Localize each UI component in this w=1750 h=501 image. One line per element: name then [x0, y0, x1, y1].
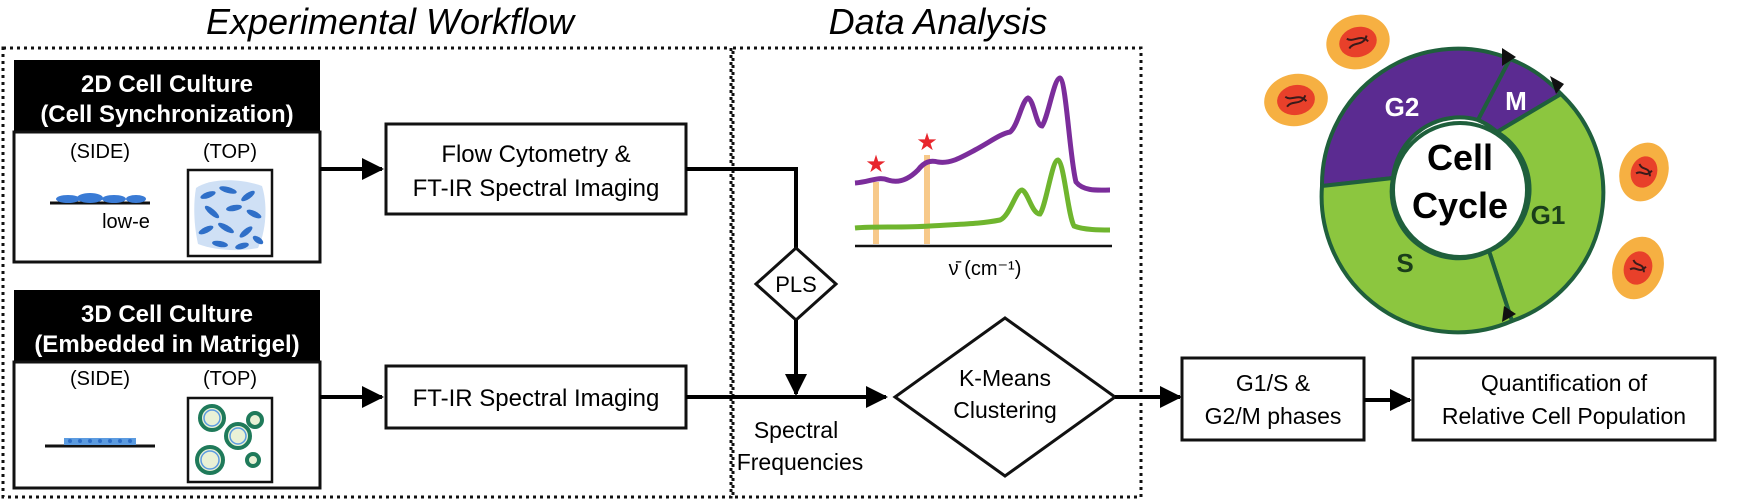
cell-icons [1264, 14, 1669, 300]
ftir-box: FT-IR Spectral Imaging [384, 364, 688, 430]
spectrum-star-1: ★ [865, 151, 887, 178]
cell-icon-4 [1612, 236, 1664, 300]
cell-cycle-center-line2: Cycle [1412, 185, 1508, 226]
quantification-label-2: Relative Cell Population [1442, 403, 1686, 429]
analysis-section-border [731, 46, 1143, 499]
phases-box: G1/S & G2/M phases [1180, 356, 1366, 442]
culture-2d-title: 2D Cell Culture [81, 71, 253, 98]
kmeans-label-2: Clustering [953, 397, 1057, 423]
culture-3d-top-illustration [186, 396, 274, 484]
kmeans-label: K-Means [959, 365, 1051, 391]
spectrum-star-2: ★ [916, 129, 938, 156]
pls-diamond: PLS [753, 245, 839, 323]
quantification-label: Quantification of [1481, 370, 1648, 396]
connector-flow-to-pls [686, 167, 798, 248]
culture-2d-substrate-label: low-e [102, 211, 150, 233]
culture-2d-top-illustration [186, 168, 274, 258]
flow-cytometry-label-2: FT-IR Spectral Imaging [413, 175, 660, 202]
culture-3d-title: 3D Cell Culture [81, 301, 253, 328]
cell-cycle-m-label: M [1505, 86, 1527, 116]
cell-cycle-g1-segment [1486, 91, 1606, 324]
cell-cycle-center [1391, 121, 1529, 259]
cell-icon-3 [1619, 142, 1669, 202]
cell-icon-1 [1326, 14, 1390, 70]
flow-cytometry-label: Flow Cytometry & [441, 141, 630, 168]
cell-cycle-arrow-1 [1502, 48, 1516, 66]
culture-2d-side-illustration [50, 193, 150, 205]
cell-icon-2 [1264, 73, 1328, 127]
spectrum-illustration: ★ ★ ν̄ (cm⁻¹) [854, 75, 1112, 280]
phases-label-2: G2/M phases [1205, 403, 1342, 429]
ftir-label: FT-IR Spectral Imaging [413, 385, 660, 412]
workflow-section-border [1, 46, 733, 499]
cell-cycle-arrow-2 [1550, 76, 1564, 94]
pls-label: PLS [775, 272, 817, 297]
spectrum-marker-1 [873, 182, 879, 244]
kmeans-diamond: K-Means Clustering [892, 316, 1118, 478]
spectral-frequencies-label-2: Frequencies [737, 449, 864, 475]
culture-3d-side-illustration [45, 438, 155, 448]
spectrum-axis-label: ν̄ (cm⁻¹) [949, 258, 1022, 280]
culture-2d-panel: 2D Cell Culture (Cell Synchronization) (… [12, 60, 322, 264]
spectrum-green-line [854, 157, 1111, 233]
spectrum-purple-line [854, 75, 1111, 193]
spectrum-marker-2 [924, 155, 930, 244]
cell-cycle-g2-label: G2 [1385, 92, 1420, 122]
cell-cycle-g1-label: G1 [1531, 200, 1566, 230]
culture-3d-panel: 3D Cell Culture (Embedded in Matrigel) (… [12, 290, 322, 490]
culture-3d-top-label: (TOP) [203, 368, 257, 390]
spectral-frequencies-label: Spectral [754, 417, 838, 443]
analysis-section-title: Data Analysis [829, 1, 1048, 42]
cell-cycle-arrow-3 [1502, 306, 1516, 322]
cell-cycle-s-label: S [1396, 248, 1413, 278]
culture-3d-side-label: (SIDE) [70, 368, 130, 390]
cell-cycle-center-line1: Cell [1427, 137, 1493, 178]
flow-cytometry-box: Flow Cytometry & FT-IR Spectral Imaging [384, 122, 688, 216]
cell-cycle-g2-segment [1319, 46, 1513, 189]
culture-3d-subtitle: (Embedded in Matrigel) [34, 331, 299, 358]
culture-2d-side-label: (SIDE) [70, 141, 130, 163]
phases-label: G1/S & [1236, 370, 1310, 396]
culture-2d-subtitle: (Cell Synchronization) [40, 101, 293, 128]
quantification-box: Quantification of Relative Cell Populati… [1411, 356, 1717, 442]
cell-cycle-wheel: Cell Cycle G2 M G1 S [1319, 46, 1606, 335]
culture-2d-top-label: (TOP) [203, 141, 257, 163]
workflow-section-title: Experimental Workflow [206, 1, 576, 42]
